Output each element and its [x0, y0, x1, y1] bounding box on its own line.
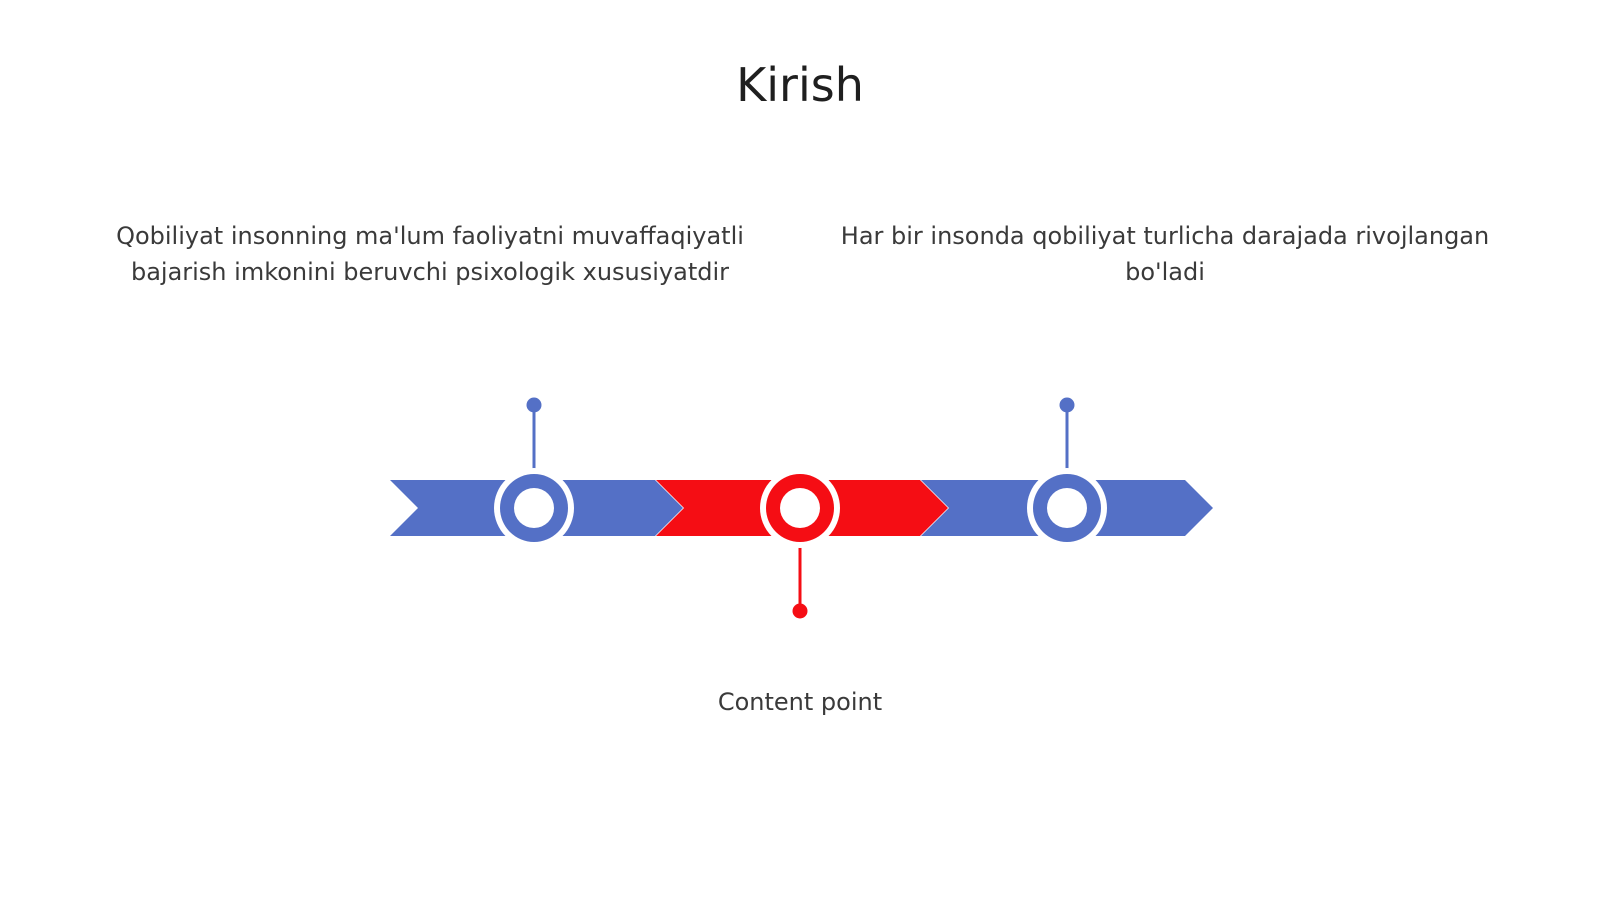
timeline-point-1-text: Qobiliyat insonning ma'lum faoliyatni mu… — [116, 222, 744, 286]
timeline-marker-3 — [1027, 397, 1107, 548]
timeline-point-3-text: Har bir insonda qobiliyat turlicha daraj… — [840, 222, 1490, 286]
timeline-node-3-center — [1047, 488, 1087, 528]
timeline-node-2-center — [780, 488, 820, 528]
timeline-dot-3 — [1059, 397, 1075, 413]
timeline-point-2-text: Content point — [717, 688, 883, 716]
timeline-marker-1 — [494, 397, 574, 548]
slide-title: Kirish — [736, 58, 864, 112]
timeline-dot-1 — [526, 397, 542, 413]
timeline-node-1-center — [514, 488, 554, 528]
timeline-dot-2 — [792, 603, 808, 619]
timeline-marker-2 — [760, 468, 840, 619]
